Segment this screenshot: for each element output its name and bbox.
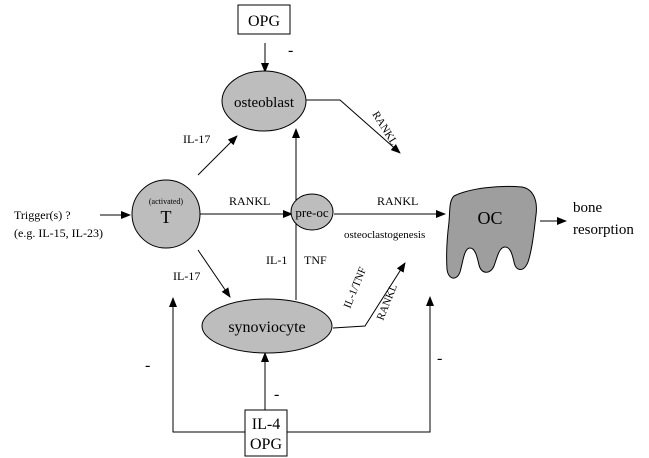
il17-top-label: IL-17 [183, 132, 210, 146]
il4-label: IL-4 [252, 416, 280, 433]
t-cell-label: T [161, 207, 172, 227]
edge-t-synoviocyte [197, 249, 231, 298]
tnf-label: TNF [304, 253, 327, 267]
rankl-osteoblast-label: RANKL [369, 109, 399, 148]
edge-t-osteoblast [197, 135, 238, 176]
opg-top-box: OPG [237, 4, 291, 35]
minus-left: - [145, 357, 150, 374]
trigger-label-line1: Trigger(s) ? [14, 208, 71, 222]
minus-center: - [274, 386, 279, 403]
t-cell-node: (activated) T [131, 179, 201, 249]
il4-opg-box: IL-4 OPG [244, 409, 288, 457]
bone-resorption-line1: bone [573, 200, 603, 216]
opg-top-label: OPG [248, 13, 280, 30]
osteoblast-label: osteoblast [234, 95, 295, 111]
minus-opg-top: - [288, 42, 293, 59]
edge-osteoblast-oc [305, 99, 401, 154]
edge-il4-oc [287, 296, 434, 433]
rankl-t-label: RANKL [229, 194, 270, 208]
il17-bottom-label: IL-17 [173, 269, 200, 283]
pre-oc-label: pre-oc [295, 205, 328, 220]
pre-oc-node: pre-oc [290, 193, 334, 231]
minus-right: - [437, 350, 442, 367]
synoviocyte-node: synoviocyte [201, 298, 333, 354]
t-cell-activated-label: (activated) [149, 197, 184, 206]
osteoblast-node: osteoblast [221, 70, 307, 132]
osteoclastogenesis-label: osteoclastogenesis [344, 229, 425, 241]
oc-label: OC [477, 208, 502, 228]
trigger-label-line2: (e.g. IL-15, IL-23) [14, 226, 103, 240]
oc-node: OC [446, 185, 537, 279]
il1-label: IL-1 [266, 253, 287, 267]
edge-synoviocyte-osteoclastogenesis [332, 262, 406, 329]
bone-resorption-line2: resorption [573, 222, 634, 238]
rankl-synoviocyte-label: RANKL [375, 282, 400, 322]
il1-tnf-synoviocyte-label: IL-1/TNF [342, 265, 369, 310]
opg-bottom-label: OPG [250, 436, 282, 453]
rankl-preoc-label: RANKL [377, 194, 418, 208]
synoviocyte-label: synoviocyte [228, 319, 305, 336]
edge-il4-t [169, 297, 245, 433]
